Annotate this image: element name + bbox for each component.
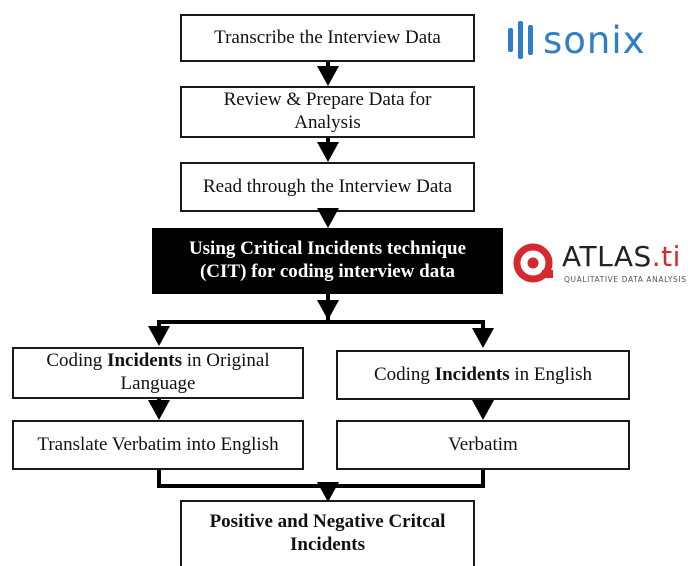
step-verbatim-box: Verbatim [336,420,630,470]
atlas-ti-logo: ATLAS.ti QUALITATIVE DATA ANALYSIS [512,238,692,288]
step-transcribe-box: Transcribe the Interview Data [180,14,475,62]
arrow-down-icon [317,66,339,88]
step-translate-label: Translate Verbatim into English [37,433,279,455]
step-review-label: Review & Prepare Data for Analysis [223,89,432,133]
step-coding-original-label: Coding Incidents in Original Language [46,350,270,394]
arrow-down-icon [317,208,339,230]
arrow-down-icon [148,400,170,422]
sonix-wordmark: sonix [543,18,646,62]
incidents-emphasis: Incidents [434,363,510,385]
step-read-box: Read through the Interview Data [180,162,475,212]
arrow-down-icon [317,142,339,164]
atlas-wordmark: ATLAS.ti [562,240,681,273]
step-coding-english-label: Coding Incidents in English [373,363,592,385]
incidents-emphasis: Incidents [107,350,183,372]
branch-bar [158,320,484,324]
step-transcribe-label: Transcribe the Interview Data [214,26,441,48]
step-result-label: Positive and Negative Critcal Incidents [209,511,446,555]
step-translate-box: Translate Verbatim into English [12,420,304,470]
step-read-label: Read through the Interview Data [202,175,453,197]
step-coding-english-box: Coding Incidents in English [336,350,630,400]
arrow-down-icon [317,482,339,504]
step-cit-box: Using Critical Incidents technique (CIT)… [152,228,503,294]
connector-line [326,294,330,320]
atlas-tagline: QUALITATIVE DATA ANALYSIS [564,275,687,284]
connector-line [481,320,485,332]
step-result-box: Positive and Negative Critcal Incidents [180,500,475,566]
atlas-at-sign-icon [513,243,553,283]
step-coding-original-box: Coding Incidents in Original Language [12,347,304,399]
step-verbatim-label: Verbatim [448,433,518,455]
arrow-down-icon [472,400,494,422]
arrow-down-icon [148,326,170,348]
arrow-down-icon [472,328,494,350]
sonix-logo: sonix [508,16,646,64]
connector-line [481,470,485,486]
step-review-box: Review & Prepare Data for Analysis [180,86,475,138]
step-cit-label: Using Critical Incidents technique (CIT)… [188,238,467,282]
sound-bars-icon [508,21,533,59]
connector-line [157,470,161,486]
